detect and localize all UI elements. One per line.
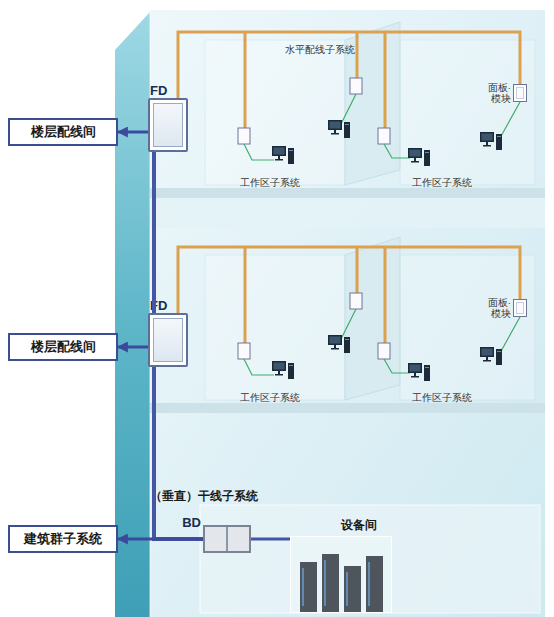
cable-link xyxy=(178,247,520,313)
subsystem-label: 工作区子系统 xyxy=(240,391,300,405)
node-text: 楼层配线间 xyxy=(31,123,96,141)
fd-cabinet: FD xyxy=(148,98,188,152)
computer-icon xyxy=(328,335,350,353)
subsystem-label: （垂直）干线子系统 xyxy=(150,488,258,505)
node-text: FD xyxy=(150,298,167,313)
building-face xyxy=(150,10,545,617)
floor-gap xyxy=(150,198,545,228)
bd-cabinet: BD xyxy=(203,525,251,553)
backbone-link xyxy=(154,367,203,539)
glass-room xyxy=(205,255,345,400)
floor-room-box: 楼层配线间 xyxy=(8,333,118,361)
wall-panel xyxy=(238,128,250,144)
panel-module: 面板· 模块 xyxy=(513,84,527,102)
wall-panel xyxy=(238,343,250,359)
floor-slab xyxy=(150,403,545,413)
equipment-room: 设备间 xyxy=(290,536,392,613)
horizontal-cable xyxy=(245,32,385,128)
pointer-arrow xyxy=(118,131,148,134)
node-text: 面板· 模块 xyxy=(481,82,511,104)
computer-icon xyxy=(408,363,430,381)
glass-partition xyxy=(345,237,400,400)
ground-room xyxy=(200,505,540,613)
subsystem-box: 建筑群子系统 xyxy=(8,525,118,553)
node-text: 建筑群子系统 xyxy=(24,530,102,548)
horizontal-cable xyxy=(245,247,385,343)
computer-icon xyxy=(480,132,502,150)
building-side xyxy=(115,12,150,617)
pointer-arrow xyxy=(118,346,148,349)
computer-icon xyxy=(272,146,294,164)
panel-module: 面板· 模块 xyxy=(513,299,527,317)
cable-link xyxy=(178,32,520,98)
fd-cabinet: FD xyxy=(148,313,188,367)
node-text: FD xyxy=(150,83,167,98)
wall-panel xyxy=(350,78,362,94)
wall-panel xyxy=(378,128,390,144)
pointer-arrow xyxy=(118,538,203,541)
floor-slab xyxy=(150,188,545,198)
backbone-link xyxy=(152,152,156,313)
node-text: BD xyxy=(182,515,201,530)
computer-icon xyxy=(408,148,430,166)
node-text: 设备间 xyxy=(341,517,377,534)
floor-room-box: 楼层配线间 xyxy=(8,118,118,146)
computer-icon xyxy=(272,361,294,379)
node-text: 面板· 模块 xyxy=(481,297,511,319)
wall-panel xyxy=(378,343,390,359)
node-text: 楼层配线间 xyxy=(31,338,96,356)
glass-room xyxy=(205,40,345,185)
subsystem-label: 工作区子系统 xyxy=(240,176,300,190)
subsystem-label: 水平配线子系统 xyxy=(285,43,355,57)
wall-panel xyxy=(350,293,362,309)
subsystem-label: 工作区子系统 xyxy=(412,176,472,190)
computer-icon xyxy=(480,347,502,365)
subsystem-label: 工作区子系统 xyxy=(412,391,472,405)
computer-icon xyxy=(328,120,350,138)
backbone-link xyxy=(251,538,290,541)
